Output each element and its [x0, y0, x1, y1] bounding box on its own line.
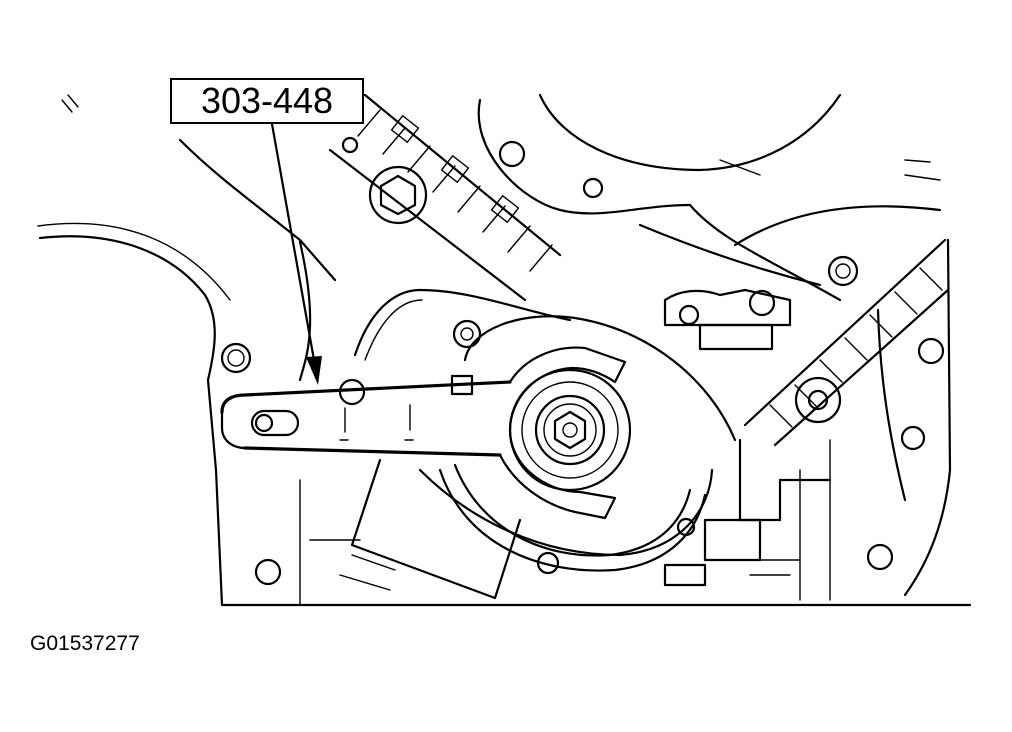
chain-guide [353, 288, 572, 361]
tool-303-448-wrench [220, 346, 707, 572]
leader-arrow [270, 122, 322, 385]
timing-chain-right [743, 238, 950, 447]
hex-bolt-upper [368, 165, 428, 225]
upper-cover [61, 93, 942, 302]
tool-number-label: 303-448 [200, 80, 334, 121]
figure-id: G01537277 [30, 632, 140, 655]
timing-chain-left [328, 93, 562, 302]
lower-housing [299, 458, 714, 606]
crankshaft-sprocket [463, 315, 737, 479]
lower-right-details [663, 438, 832, 601]
tool-callout-box: 303-448 [170, 78, 364, 124]
tensioner-right [663, 288, 842, 424]
throat-bolt [338, 374, 474, 406]
